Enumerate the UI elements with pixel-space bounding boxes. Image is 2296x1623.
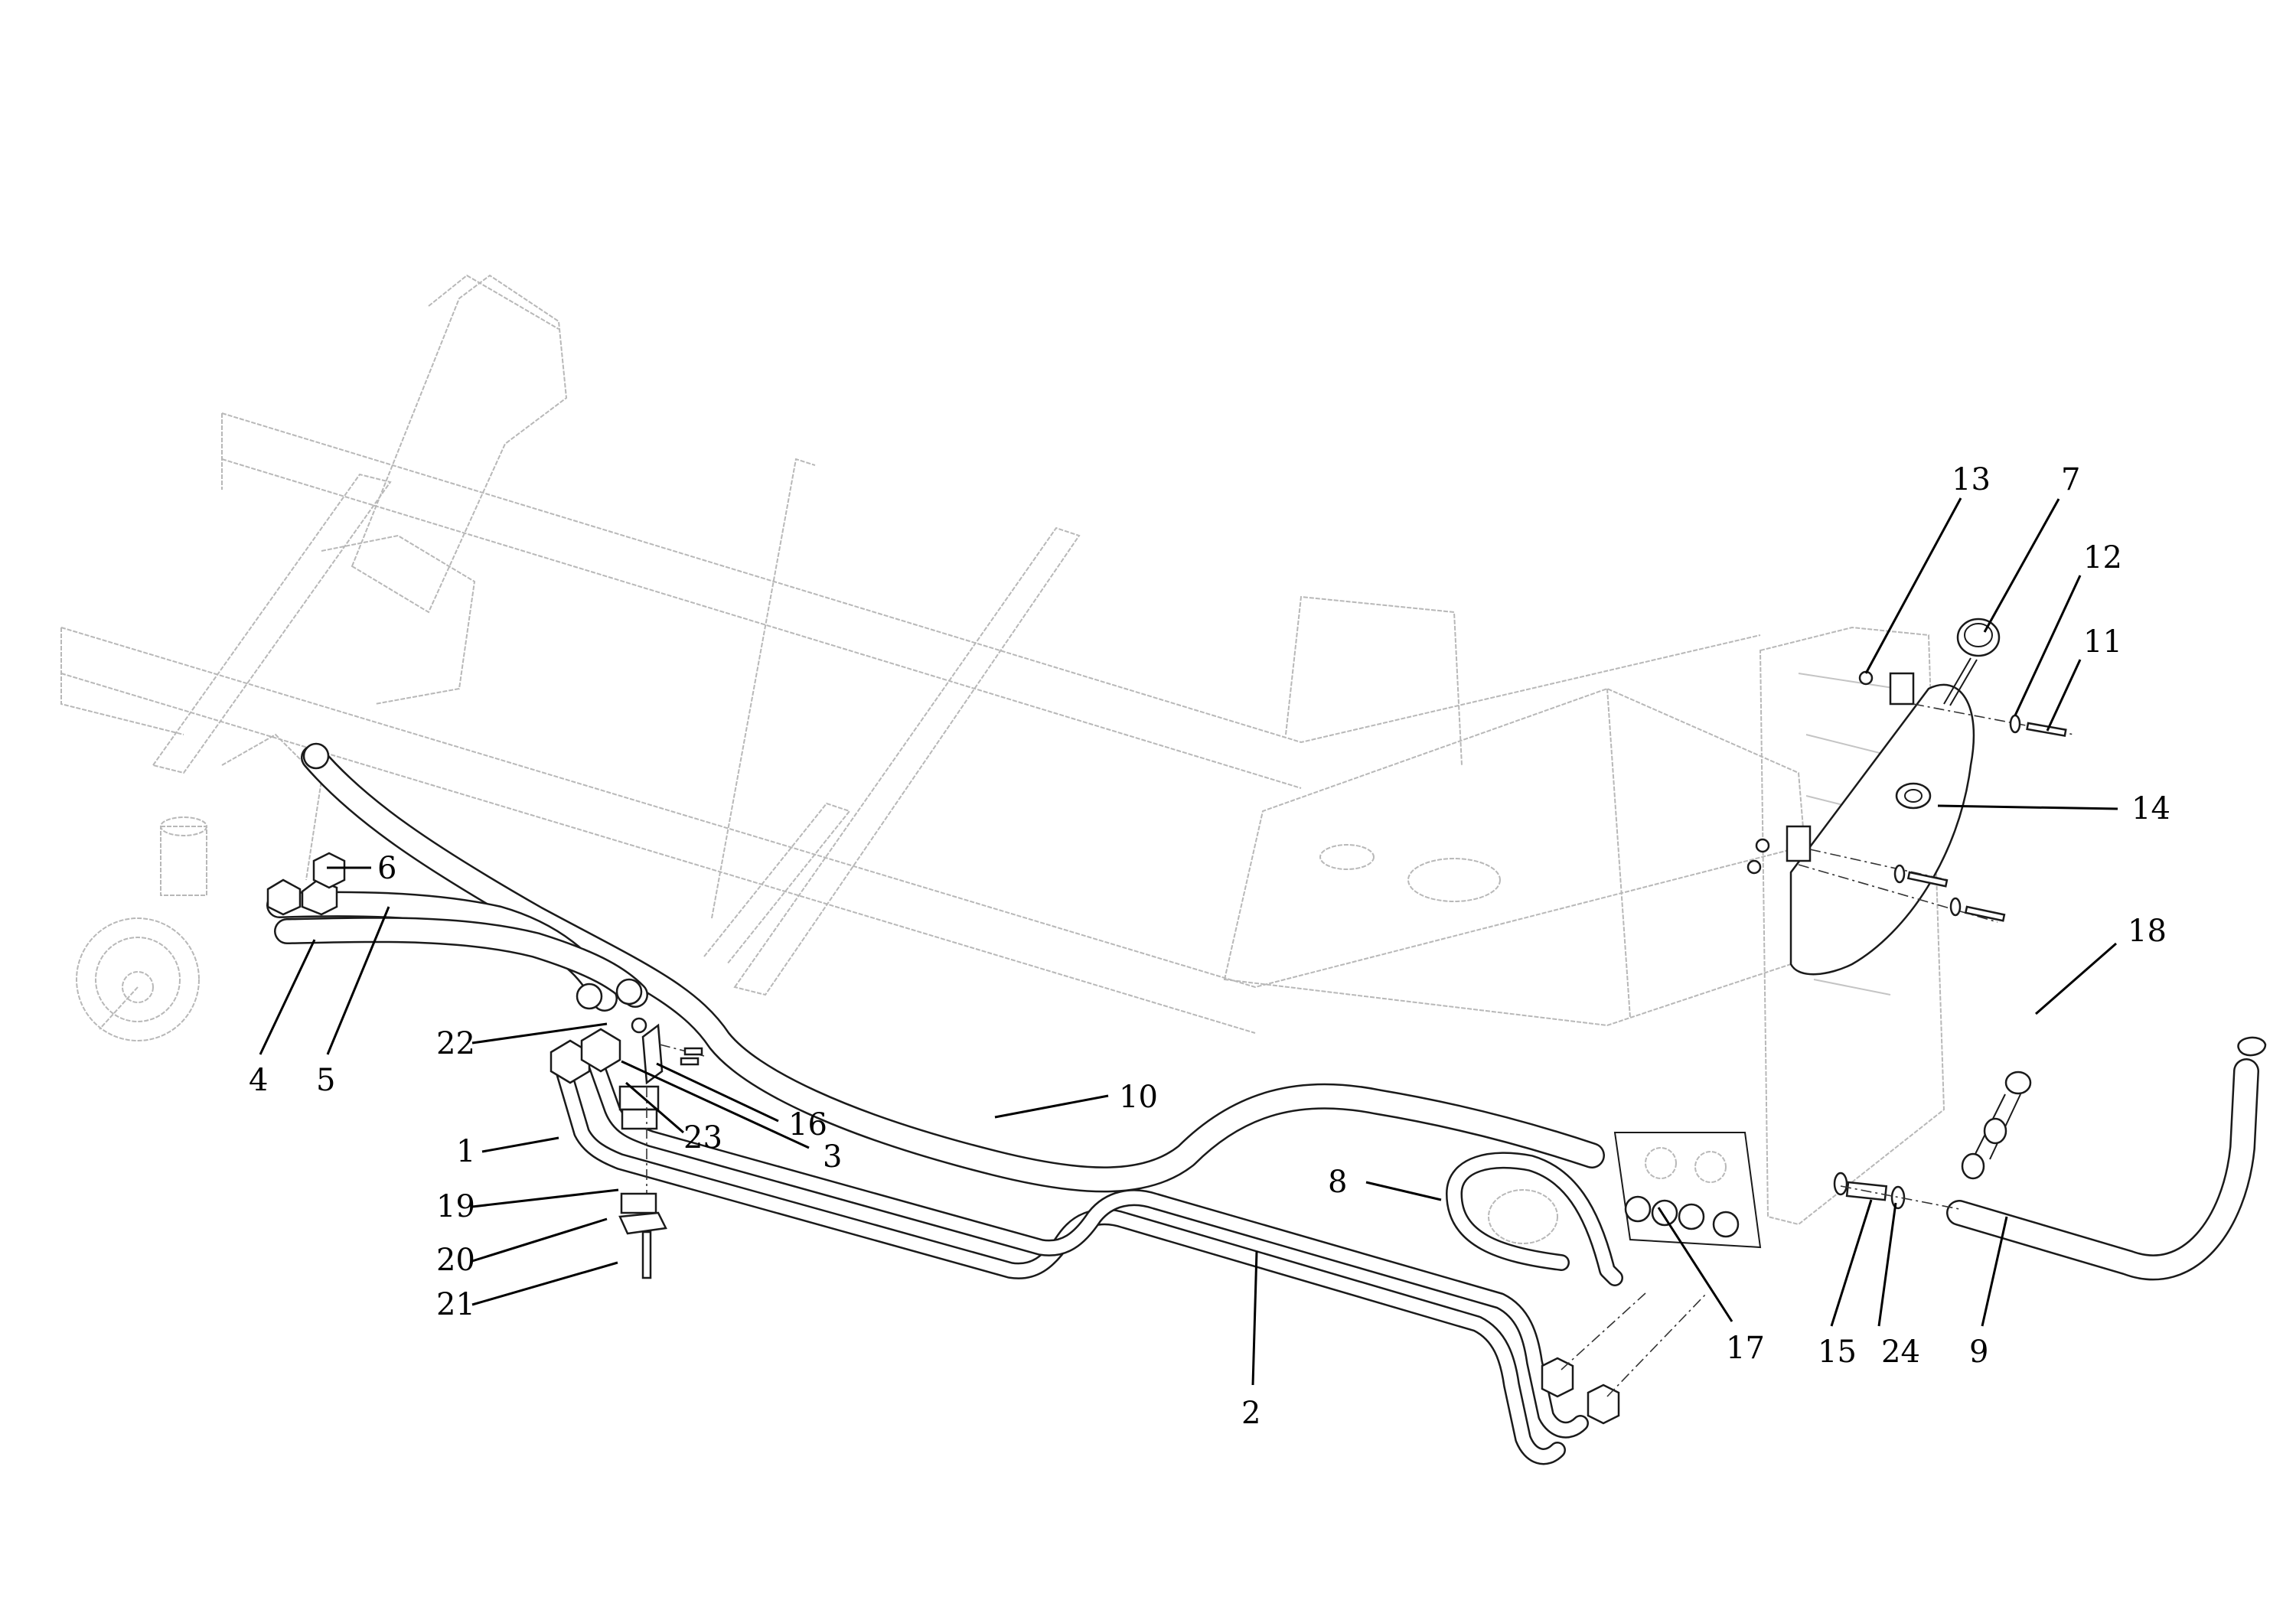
fittings [266, 742, 1707, 1425]
callout-10: 10 [1119, 1080, 1158, 1115]
leader-22 [471, 1022, 608, 1045]
reservoir-tank-14 [1746, 670, 2075, 976]
leader-12 [2014, 575, 2082, 716]
hose-9 [1946, 1058, 2259, 1281]
callout-4: 4 [249, 1063, 268, 1098]
leader-11 [2046, 659, 2082, 732]
callout-5: 5 [316, 1063, 335, 1098]
leader-15 [1830, 1199, 1873, 1327]
chassis-frame [60, 274, 1945, 1226]
callout-14: 14 [2131, 791, 2170, 826]
callout-6: 6 [377, 851, 396, 886]
leader-7 [1983, 498, 2060, 633]
leader-lines [259, 497, 2118, 1386]
leader-20 [471, 1217, 608, 1263]
pipe-2 [585, 1048, 1589, 1439]
callout-19: 19 [436, 1189, 475, 1224]
callout-15: 15 [1818, 1335, 1857, 1370]
leader-18 [2035, 942, 2117, 1015]
callout-8: 8 [1328, 1165, 1347, 1200]
looped-pipe-8 [1446, 1152, 1623, 1286]
leader-23 [625, 1081, 684, 1134]
callout-20: 20 [436, 1243, 475, 1278]
callout-21: 21 [436, 1287, 475, 1322]
leader-24 [1877, 1202, 1897, 1327]
leader-17 [1657, 1207, 1733, 1322]
callout-7: 7 [2061, 462, 2080, 497]
callout-22: 22 [436, 1026, 475, 1061]
hose-4 [274, 917, 648, 1008]
callout-3: 3 [823, 1139, 842, 1175]
callout-13: 13 [1952, 462, 1991, 497]
dipstick-7 [1943, 618, 2001, 706]
valve-block-17 [1613, 1132, 1762, 1249]
callout-labels: 1 2 3 4 5 6 7 8 9 10 11 12 13 14 15 16 1… [249, 462, 2170, 1431]
callout-2: 2 [1241, 1396, 1261, 1431]
leader-19 [471, 1188, 619, 1208]
leader-21 [471, 1261, 618, 1306]
callout-16: 16 [788, 1107, 827, 1142]
callout-1: 1 [456, 1134, 475, 1169]
clamp-assembly [618, 1017, 705, 1279]
callout-9: 9 [1969, 1335, 1988, 1370]
hose-10 [301, 745, 1605, 1193]
callout-24: 24 [1881, 1335, 1920, 1370]
leader-14 [1937, 804, 2118, 810]
leader-16 [656, 1062, 779, 1123]
filter-assembly [1833, 1036, 2267, 1210]
leader-5 [326, 906, 390, 1055]
callout-23: 23 [683, 1120, 722, 1155]
callout-11: 11 [2083, 624, 2122, 660]
leader-10 [994, 1094, 1109, 1119]
callout-18: 18 [2128, 914, 2167, 949]
leader-3 [621, 1060, 810, 1149]
callout-17: 17 [1726, 1331, 1765, 1366]
leader-1 [481, 1136, 559, 1153]
leader-9 [1981, 1216, 2008, 1327]
leader-8 [1365, 1181, 1442, 1201]
callout-12: 12 [2083, 540, 2122, 575]
leader-2 [1251, 1250, 1258, 1386]
leader-4 [259, 939, 316, 1055]
leader-13 [1864, 497, 1962, 674]
